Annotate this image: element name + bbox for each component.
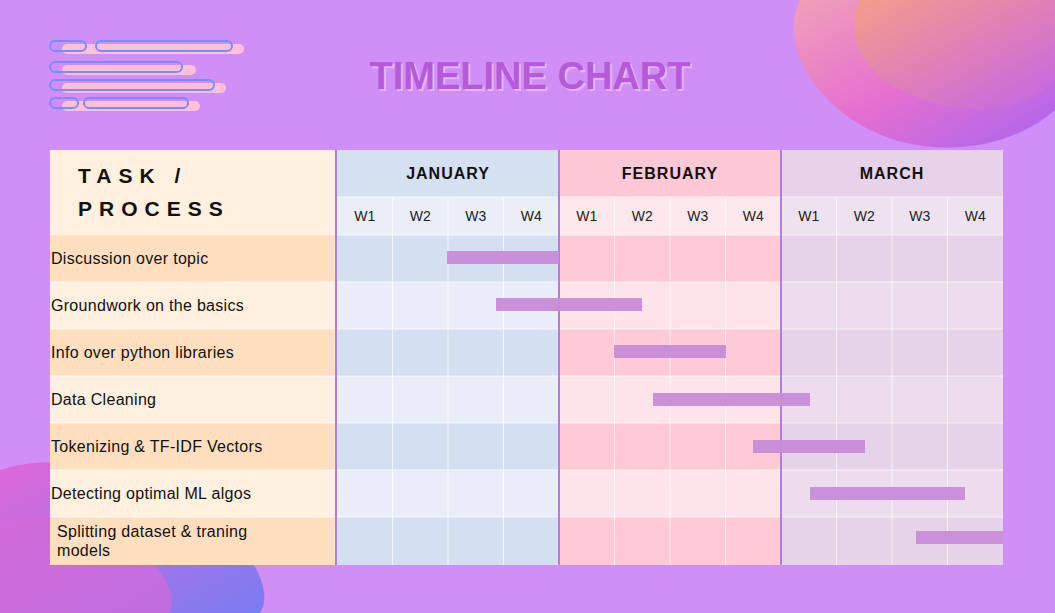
week-header-cell: W4	[726, 197, 782, 235]
chart-title-cell: TIMELINE CHART	[300, 50, 760, 102]
task-name: Data Cleaning	[51, 390, 156, 409]
week-header-cell: W2	[393, 197, 449, 235]
week-header: W1	[576, 208, 597, 224]
week-header: W4	[743, 208, 764, 224]
week-header-cell: W3	[670, 197, 726, 235]
month-header-cell: MARCH	[781, 150, 1003, 197]
week-header: W4	[521, 208, 542, 224]
week-header-cell: W3	[892, 197, 948, 235]
week-header: W4	[965, 208, 986, 224]
chart-title: TIMELINE CHART	[370, 55, 691, 98]
week-header: W3	[909, 208, 930, 224]
week-header-cell: W2	[837, 197, 893, 235]
task-name-cell: Detecting optimal ML algos	[51, 470, 333, 517]
task-name: Splitting dataset & traning models	[57, 522, 297, 560]
week-header: W2	[632, 208, 653, 224]
task-name-cell: Splitting dataset & traning models	[57, 517, 297, 565]
task-name-cell: Info over python libraries	[51, 329, 333, 376]
task-name-cell: Discussion over topic	[51, 235, 333, 282]
week-header: W2	[854, 208, 875, 224]
week-header: W3	[687, 208, 708, 224]
task-name: Detecting optimal ML algos	[51, 484, 251, 503]
week-header: W1	[798, 208, 819, 224]
week-header-cell: W4	[504, 197, 560, 235]
month-header: FEBRUARY	[622, 165, 718, 183]
week-header-cell: W3	[448, 197, 504, 235]
header-label-cell: TASK / PROCESS	[78, 155, 288, 230]
week-header: W1	[354, 208, 375, 224]
task-name-cell: Tokenizing & TF-IDF Vectors	[51, 423, 333, 470]
week-header-cell: W1	[559, 197, 615, 235]
table-grid	[50, 150, 1003, 565]
week-header-cell: W4	[948, 197, 1004, 235]
task-name: Discussion over topic	[51, 249, 208, 268]
decor-bars	[50, 41, 244, 111]
week-header-cell: W2	[615, 197, 671, 235]
month-header-cell: FEBRUARY	[559, 150, 781, 197]
month-header-cell: JANUARY	[337, 150, 559, 197]
task-name-cell: Data Cleaning	[51, 376, 333, 423]
week-header-cell: W1	[781, 197, 837, 235]
month-header: JANUARY	[406, 165, 490, 183]
task-name-cell: Groundwork on the basics	[51, 282, 333, 329]
header-label: TASK / PROCESS	[78, 160, 268, 225]
task-name: Info over python libraries	[51, 343, 234, 362]
task-name: Groundwork on the basics	[51, 296, 244, 315]
week-header: W2	[410, 208, 431, 224]
task-name: Tokenizing & TF-IDF Vectors	[51, 437, 262, 456]
week-header: W3	[465, 208, 486, 224]
month-header: MARCH	[860, 165, 925, 183]
gantt-bar	[447, 251, 1003, 544]
week-header-cell: W1	[337, 197, 393, 235]
